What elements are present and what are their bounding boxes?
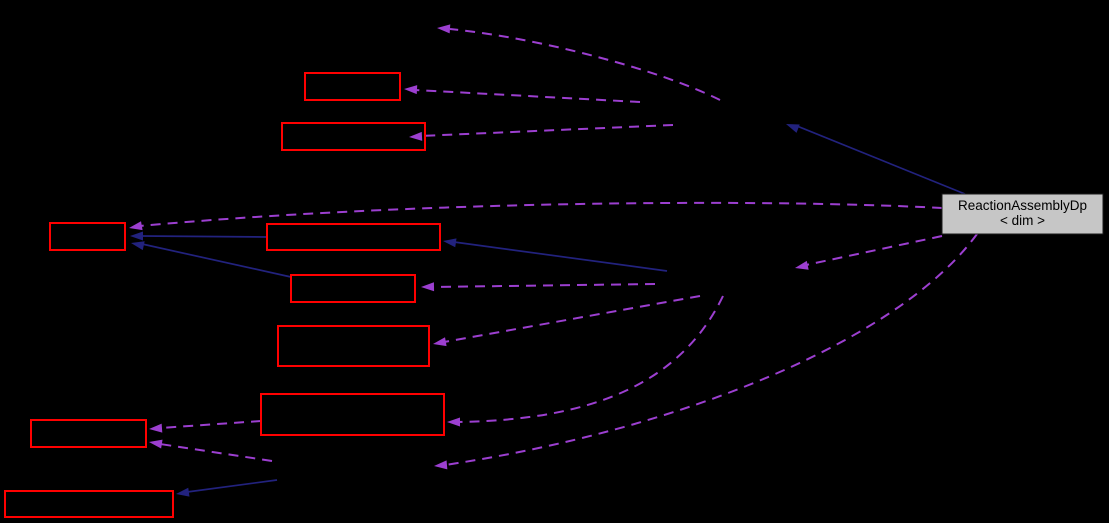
node-upper[interactable] bbox=[281, 122, 426, 151]
edge-to-lower-wide-arrowhead bbox=[447, 417, 460, 427]
node-bottom[interactable] bbox=[4, 490, 174, 518]
node-lower-wide[interactable] bbox=[260, 393, 445, 436]
edge-top-arrow bbox=[449, 28, 721, 101]
node-lower-mid[interactable] bbox=[277, 325, 430, 367]
node-mid-wide[interactable] bbox=[266, 223, 441, 251]
edge-to-h-lower bbox=[159, 443, 273, 462]
node-mid[interactable] bbox=[290, 274, 416, 303]
edge-main-to-left bbox=[139, 201, 943, 227]
edge-main-to-left-arrowhead bbox=[129, 221, 143, 231]
edge-to-lower-wide bbox=[457, 295, 724, 423]
edge-blue-to-bottom-arrowhead bbox=[176, 487, 190, 497]
edge-main-down-left-arrowhead bbox=[795, 260, 809, 270]
edge-to-node-mid-arrowhead bbox=[421, 282, 435, 292]
edge-to-node-upper-arrowhead bbox=[409, 131, 423, 141]
edge-blue-to-mid-wide-arrowhead bbox=[443, 238, 457, 248]
edge-to-node-mid bbox=[431, 283, 656, 288]
edge-main-long-sweep bbox=[444, 233, 978, 466]
edge-blue-to-mid-wide bbox=[453, 241, 668, 272]
edge-to-h-lower-arrowhead bbox=[149, 439, 163, 449]
edge-to-lower-mid bbox=[443, 295, 701, 343]
edge-to-node-top-arrowhead bbox=[404, 85, 418, 95]
edge-blue-e-to-left bbox=[141, 243, 292, 278]
node-left[interactable] bbox=[49, 222, 126, 251]
node-reaction-assembly-dp-label-line-1: ReactionAssemblyDp bbox=[958, 198, 1087, 213]
edge-top-arrow-arrowhead bbox=[437, 24, 451, 34]
node-reaction-assembly-dp-label-line-2: < dim > bbox=[1000, 213, 1045, 228]
edge-main-long-sweep-arrowhead bbox=[434, 460, 448, 470]
node-reaction-assembly-dp bbox=[941, 193, 1104, 235]
edge-blue-d-to-left bbox=[140, 235, 268, 238]
edge-g-to-h-upper bbox=[159, 420, 262, 429]
edge-to-node-top bbox=[414, 89, 641, 103]
edge-g-to-h-upper-arrowhead bbox=[149, 423, 163, 433]
node-bottom-left[interactable] bbox=[30, 419, 147, 448]
edge-to-node-upper bbox=[419, 124, 674, 137]
edge-blue-to-bottom bbox=[186, 479, 278, 493]
edge-main-blue-up bbox=[796, 125, 966, 195]
edge-to-lower-mid-arrowhead bbox=[433, 337, 447, 347]
edge-blue-e-to-left-arrowhead bbox=[131, 241, 145, 251]
edge-main-down-left bbox=[805, 235, 943, 266]
edge-blue-d-to-left-arrowhead bbox=[130, 231, 143, 241]
node-top[interactable] bbox=[304, 72, 401, 101]
edge-main-blue-up-arrowhead bbox=[786, 124, 800, 133]
